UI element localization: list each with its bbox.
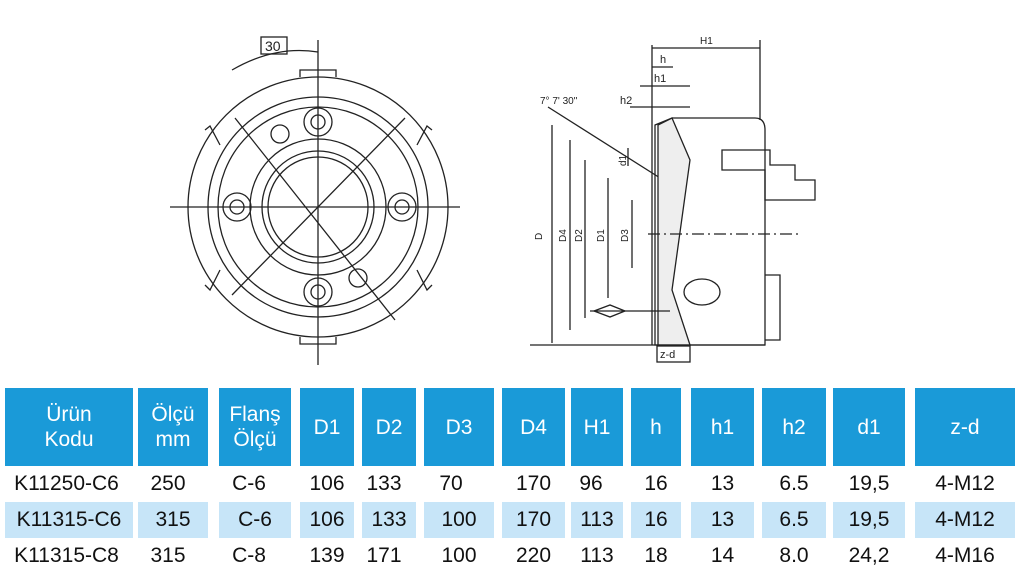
side-view: H1 h h1 h2 7° 7' 30" D D4 D2 D1 D3 d1 z-… — [530, 36, 816, 363]
cell: 170 — [515, 472, 552, 495]
cell: 19,5 — [848, 472, 890, 495]
cell: 4-M12 — [935, 472, 995, 495]
small-d1-label: d1 — [618, 154, 629, 166]
cell: 315 — [150, 544, 186, 567]
table-row: K11315-C8 315 C-8 139 171 100 220 113 18… — [0, 538, 1018, 574]
d3-label: D3 — [620, 229, 631, 242]
cell: 6.5 — [762, 502, 826, 538]
cell: 133 — [362, 502, 416, 538]
cell: K11250-C6 — [14, 472, 119, 495]
cell: 6.5 — [779, 472, 809, 495]
cell: 4-M12 — [915, 502, 1015, 538]
angle-label: 30 — [265, 38, 281, 54]
cell: 100 — [441, 544, 477, 567]
cell: 113 — [571, 502, 623, 538]
cell: 100 — [424, 502, 494, 538]
cell: 13 — [710, 472, 735, 495]
cell: 250 — [150, 472, 186, 495]
cell: C-6 — [219, 502, 291, 538]
header-d1: D1 — [300, 388, 354, 466]
cell: 14 — [710, 544, 735, 567]
header-h: h — [631, 388, 681, 466]
d2-label: D2 — [574, 229, 585, 242]
cell: K11315-C8 — [14, 544, 119, 567]
cell: 4-M16 — [935, 544, 995, 567]
cell: 70 — [439, 472, 463, 495]
h1-label: h1 — [654, 73, 666, 85]
cell: 220 — [515, 544, 552, 567]
cell: 106 — [309, 472, 345, 495]
header-zd: z-d — [915, 388, 1015, 466]
cell: 18 — [644, 544, 668, 567]
front-view: 30 — [170, 36, 460, 365]
cell: 315 — [138, 502, 208, 538]
cell: 106 — [300, 502, 354, 538]
cell: 139 — [309, 544, 345, 567]
d4-label: D4 — [558, 229, 569, 242]
cell: 113 — [580, 544, 614, 567]
cell: 24,2 — [848, 544, 890, 567]
cell: 170 — [502, 502, 565, 538]
table-row: K11315-C6 315 C-6 106 133 100 170 113 16… — [0, 502, 1018, 538]
cell: 19,5 — [833, 502, 905, 538]
header-d2: D2 — [362, 388, 416, 466]
table-row: K11250-C6 250 C-6 106 133 70 170 96 16 1… — [0, 466, 1018, 502]
cell: C-6 — [232, 472, 266, 495]
header-small-d1: d1 — [833, 388, 905, 466]
cell: 16 — [644, 472, 668, 495]
h-label: h — [660, 54, 666, 66]
cell: 16 — [631, 502, 681, 538]
header-h1-cap: H1 — [571, 388, 623, 466]
header-flans: Flanş Ölçü — [219, 388, 291, 466]
cell: C-8 — [232, 544, 266, 567]
header-olcu: Ölçü mm — [138, 388, 208, 466]
zd-label: z-d — [660, 349, 675, 361]
cell: 13 — [691, 502, 754, 538]
h2-label: h2 — [620, 95, 632, 107]
header-h2: h2 — [762, 388, 826, 466]
h1-cap-label: H1 — [700, 36, 713, 47]
cell: 133 — [366, 472, 402, 495]
header-d3: D3 — [424, 388, 494, 466]
d1-cap-label: D1 — [596, 229, 607, 242]
header-d4: D4 — [502, 388, 565, 466]
cell: 8.0 — [779, 544, 809, 567]
header-urun-kodu: Ürün Kodu — [5, 388, 133, 466]
taper-angle-label: 7° 7' 30" — [540, 96, 578, 107]
cell: 171 — [366, 544, 402, 567]
cell: 96 — [579, 472, 603, 495]
cell: K11315-C6 — [5, 502, 133, 538]
header-h1: h1 — [691, 388, 754, 466]
technical-drawing: 30 H1 h h1 h2 7° 7' 30" D D4 D2 — [170, 36, 816, 365]
d-label: D — [534, 233, 545, 240]
